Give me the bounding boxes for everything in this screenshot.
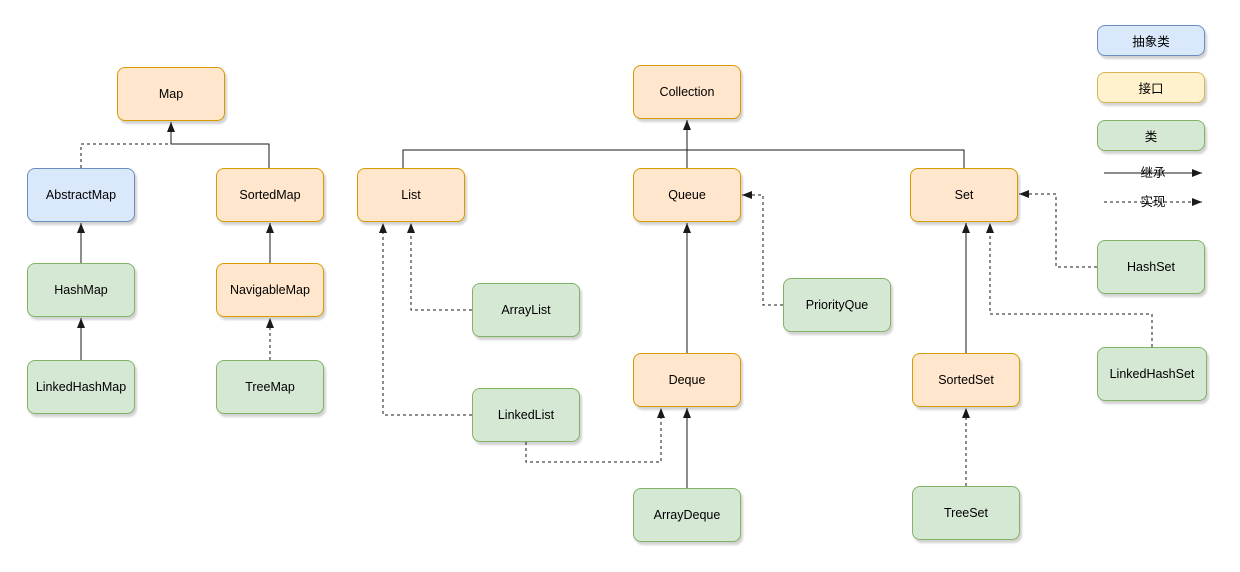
node-arraylist[interactable]: ArrayList	[472, 283, 580, 337]
node-sortedmap[interactable]: SortedMap	[216, 168, 324, 222]
node-treemap[interactable]: TreeMap	[216, 360, 324, 414]
edge-linkedlist-implements-deque	[525, 408, 665, 463]
edge-sortedmap-inherits-map	[167, 122, 270, 168]
node-linkedhashmap[interactable]: LinkedHashMap	[27, 360, 135, 414]
legend-implement-label: 实现	[1140, 195, 1166, 209]
edge-abstractmap-implements-map	[80, 143, 171, 168]
node-sortedset[interactable]: SortedSet	[912, 353, 1020, 407]
legend-class-box: 类	[1097, 120, 1205, 151]
edge-priorityque-implements-queue	[742, 191, 783, 306]
edge-hashset-implements-set	[1019, 190, 1097, 268]
node-set[interactable]: Set	[910, 168, 1018, 222]
edge-collection-trunk	[402, 149, 965, 168]
node-treeset[interactable]: TreeSet	[912, 486, 1020, 540]
node-priorityque[interactable]: PriorityQue	[783, 278, 891, 332]
legend-interface-box: 接口	[1097, 72, 1205, 103]
node-list[interactable]: List	[357, 168, 465, 222]
node-map[interactable]: Map	[117, 67, 225, 121]
node-linkedhashset[interactable]: LinkedHashSet	[1097, 347, 1207, 401]
node-collection[interactable]: Collection	[633, 65, 741, 119]
node-hashset[interactable]: HashSet	[1097, 240, 1205, 294]
edge-arraylist-implements-list	[407, 223, 472, 311]
edge-linkedlist-implements-list	[379, 223, 472, 416]
node-arraydeque[interactable]: ArrayDeque	[633, 488, 741, 542]
node-navigablemap[interactable]: NavigableMap	[216, 263, 324, 317]
node-queue[interactable]: Queue	[633, 168, 741, 222]
node-hashmap[interactable]: HashMap	[27, 263, 135, 317]
node-linkedlist[interactable]: LinkedList	[472, 388, 580, 442]
node-abstractmap[interactable]: AbstractMap	[27, 168, 135, 222]
node-deque[interactable]: Deque	[633, 353, 741, 407]
legend-inherit-label: 继承	[1140, 166, 1166, 180]
edge-linkedhashset-implements-set	[986, 223, 1153, 347]
legend-abstract-class-box: 抽象类	[1097, 25, 1205, 56]
